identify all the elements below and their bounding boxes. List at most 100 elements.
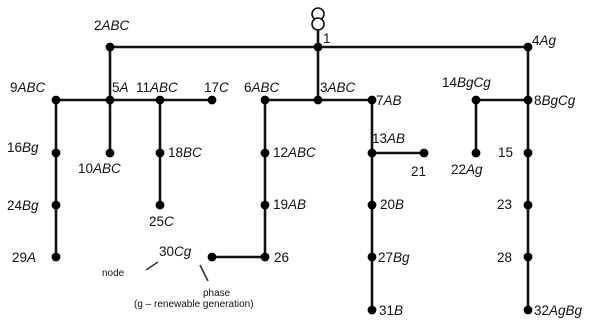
node-22	[471, 148, 481, 158]
node-label-25: 25C	[149, 214, 174, 229]
substation-icon	[311, 7, 325, 47]
node-label-28: 28	[497, 250, 512, 265]
node-label-6: 6ABC	[244, 80, 280, 95]
node-15	[523, 148, 533, 158]
node-label-1: 1	[323, 31, 331, 46]
node-label-20: 20B	[380, 197, 404, 212]
node-number: 8	[534, 93, 542, 108]
node-18	[155, 148, 165, 158]
node-number: 27	[378, 250, 393, 265]
node-13	[367, 148, 377, 158]
node-number: 15	[498, 145, 513, 160]
node-label-5: 5A	[112, 80, 129, 95]
node-20	[367, 200, 377, 210]
node-17	[207, 95, 217, 105]
node-phase: BC	[183, 145, 202, 160]
node-23	[523, 200, 533, 210]
node-phase: Cg	[174, 244, 192, 259]
node-label-8: 8BgCg	[534, 93, 576, 108]
node-phase: A	[119, 80, 129, 95]
node-number: 29	[12, 250, 27, 265]
node-number: 28	[497, 250, 512, 265]
node-28	[523, 252, 533, 262]
node-32	[523, 305, 533, 315]
node-number: 32	[534, 303, 549, 318]
node-11	[155, 95, 165, 105]
node-phase: ABC	[101, 18, 130, 33]
node-label-13: 13AB	[372, 131, 405, 146]
node-number: 16	[7, 140, 22, 155]
node-9	[51, 95, 61, 105]
node-4	[523, 42, 533, 52]
legend-phase-note: (g – renewable generation)	[134, 299, 254, 310]
node-label-24: 24Bg	[7, 198, 39, 213]
node-3	[313, 95, 323, 105]
node-phase: ABC	[149, 80, 178, 95]
node-label-31: 31B	[379, 303, 403, 318]
node-number: 18	[168, 145, 183, 160]
node-label-30: 30Cg	[159, 244, 192, 259]
node-label-26: 26	[274, 250, 289, 265]
legend-node-label: node	[102, 268, 125, 279]
nodes-layer	[51, 42, 533, 315]
node-25	[155, 200, 165, 210]
node-phase: Bg	[22, 140, 39, 155]
node-29	[51, 252, 61, 262]
node-pointer	[145, 261, 159, 271]
node-14	[471, 95, 481, 105]
node-8	[523, 95, 533, 105]
node-number: 26	[274, 250, 289, 265]
node-number: 14	[442, 75, 458, 90]
node-label-7: 7AB	[376, 93, 402, 108]
node-phase: ABC	[287, 145, 316, 160]
node-24	[51, 200, 61, 210]
node-label-9: 9ABC	[10, 80, 46, 95]
node-phase: AB	[386, 131, 405, 146]
node-label-17: 17C	[204, 80, 229, 95]
node-number: 10	[78, 161, 93, 176]
node-phase: B	[394, 303, 403, 318]
node-number: 9	[10, 80, 18, 95]
node-number: 3	[320, 80, 328, 95]
node-label-32: 32AgBg	[534, 303, 583, 318]
node-number: 6	[244, 80, 252, 95]
node-phase: ABC	[327, 80, 356, 95]
node-12	[260, 148, 270, 158]
node-number: 23	[497, 197, 512, 212]
node-phase: ABC	[251, 80, 280, 95]
node-phase: BgCg	[457, 75, 491, 90]
node-label-27: 27Bg	[378, 250, 410, 265]
node-number: 21	[411, 164, 426, 179]
node-label-21: 21	[411, 164, 426, 179]
node-label-10: 10ABC	[78, 161, 121, 176]
node-21	[419, 148, 429, 158]
node-phase: AgBg	[548, 303, 583, 318]
node-31	[367, 305, 377, 315]
node-label-16: 16Bg	[7, 140, 39, 155]
node-label-22: 22Ag	[451, 162, 483, 177]
node-label-11: 11ABC	[136, 80, 178, 95]
node-phase: BgCg	[542, 93, 576, 108]
node-phase: ABC	[92, 161, 121, 176]
node-6	[260, 95, 270, 105]
node-27	[367, 252, 377, 262]
node-number: 20	[380, 197, 395, 212]
node-label-19: 19AB	[273, 197, 306, 212]
node-30	[207, 252, 217, 262]
node-number: 1	[323, 31, 331, 46]
node-label-18: 18BC	[168, 145, 202, 160]
node-10	[105, 148, 115, 158]
node-number: 25	[149, 214, 164, 229]
node-label-3: 3ABC	[320, 80, 356, 95]
node-2	[105, 42, 115, 52]
node-label-29: 29A	[12, 250, 36, 265]
node-phase: AB	[383, 93, 402, 108]
node-phase: A	[26, 250, 36, 265]
node-number: 24	[7, 198, 23, 213]
node-phase: Ag	[465, 162, 483, 177]
node-number: 2	[94, 18, 102, 33]
node-label-2: 2ABC	[94, 18, 130, 33]
